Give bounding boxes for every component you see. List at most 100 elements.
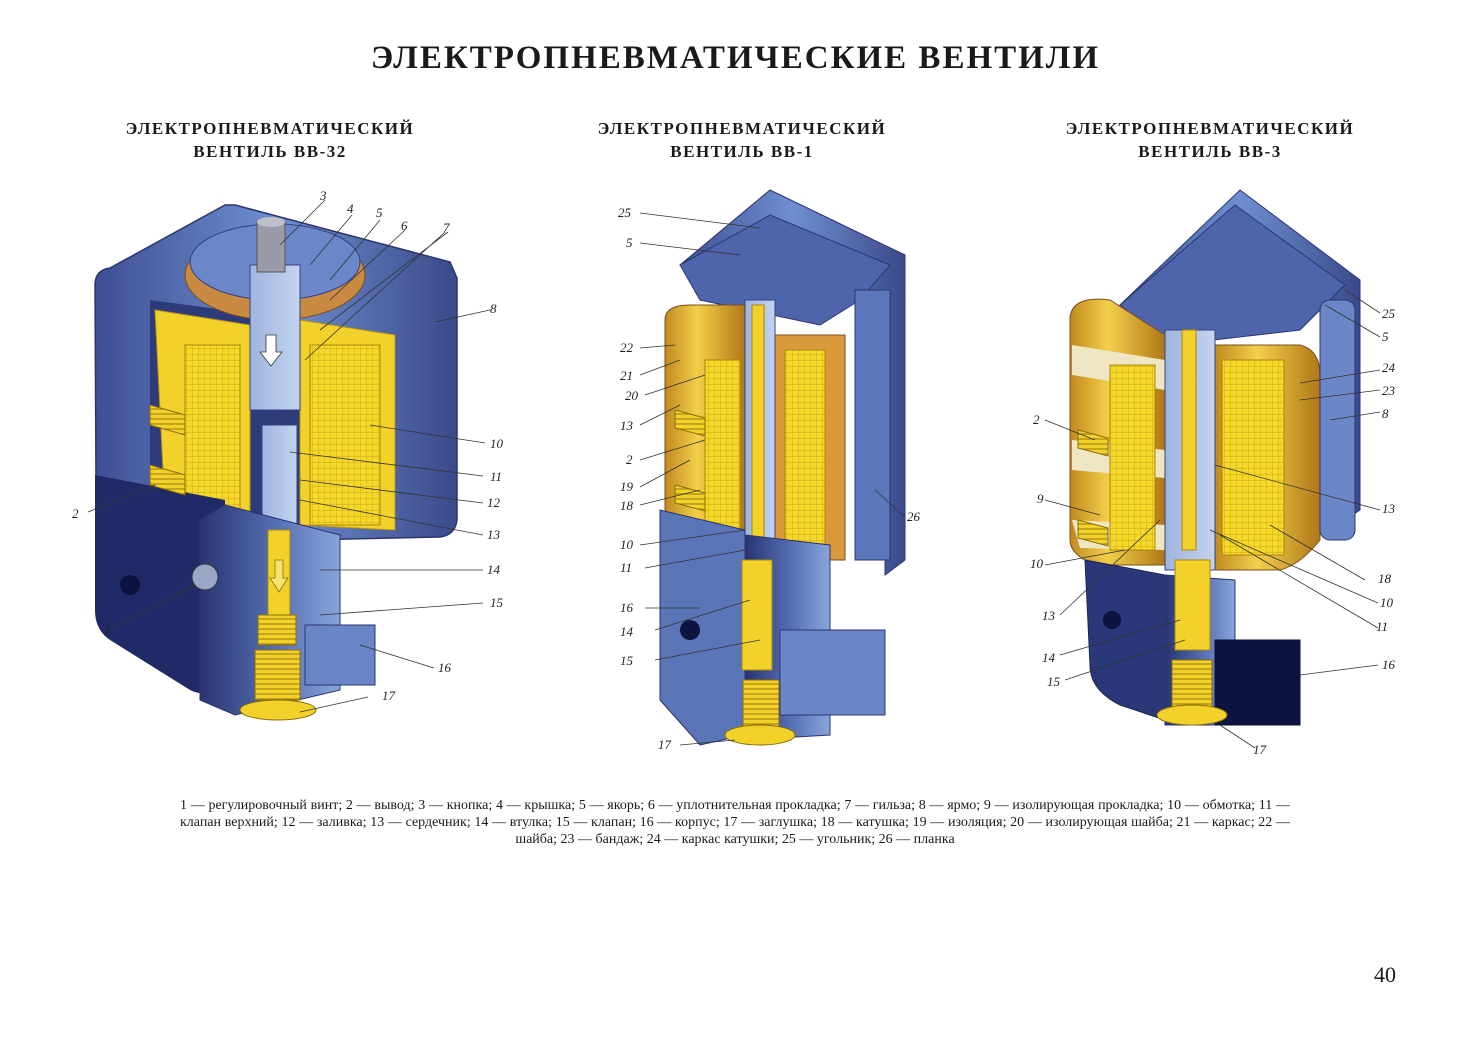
callout-number: 10 — [1380, 595, 1394, 610]
callout-number: 24 — [1382, 360, 1396, 375]
callout-number: 13 — [1042, 608, 1056, 623]
leader-lines — [87, 199, 1381, 749]
callout-number: 19 — [620, 479, 634, 494]
valve — [741, 559, 773, 671]
body — [1084, 559, 1166, 721]
button — [256, 221, 286, 273]
callout-number: 17 — [1253, 742, 1267, 757]
callout-number: 15 — [620, 653, 634, 668]
callout-number: 11 — [490, 469, 502, 484]
callout-number: 18 — [1378, 571, 1392, 586]
terminal — [674, 409, 706, 512]
body — [659, 509, 746, 746]
plug — [1156, 704, 1228, 726]
callout-number: 17 — [382, 688, 396, 703]
coil-winding-left — [704, 359, 741, 546]
valve-title-line1: ЭЛЕКТРОПНЕВМАТИЧЕСКИЙ — [597, 119, 887, 138]
spring — [257, 614, 297, 646]
valve-vv3-drawing — [1069, 189, 1361, 726]
body-block — [1214, 639, 1301, 726]
armature-top — [1119, 204, 1346, 346]
callout-number: 11 — [620, 560, 632, 575]
callout-number: 8 — [490, 301, 497, 316]
arrow-down-icon — [269, 559, 289, 593]
valve-title-line2: ВЕНТИЛЬ ВВ-32 — [193, 142, 347, 161]
plug-threads — [742, 679, 780, 731]
valve-title-vv1: ЭЛЕКТРОПНЕВМАТИЧЕСКИЙ ВЕНТИЛЬ ВВ-1 — [542, 117, 942, 163]
yoke — [1319, 299, 1356, 541]
valve-stem — [751, 304, 765, 546]
plug-threads — [1171, 659, 1213, 711]
arrow-down-icon — [259, 334, 283, 367]
body-block — [779, 629, 886, 716]
terminal — [1077, 429, 1109, 547]
callouts-vv32: 3 4 5 6 7 8 10 11 12 13 14 15 16 17 2 1 — [72, 188, 504, 703]
coil-winding-left — [1109, 364, 1156, 551]
callout-number: 20 — [625, 388, 639, 403]
coil-winding-right — [309, 344, 381, 526]
callout-number: 10 — [1030, 556, 1044, 571]
valve-stem — [1181, 329, 1197, 551]
callout-number: 2 — [1033, 412, 1040, 427]
callout-number: 4 — [347, 201, 354, 216]
plug — [239, 699, 317, 721]
valve-title-line1: ЭЛЕКТРОПНЕВМАТИЧЕСКИЙ — [1065, 119, 1355, 138]
callout-number: 16 — [1382, 657, 1396, 672]
callout-number: 18 — [620, 498, 634, 513]
callout-number: 2 — [626, 452, 633, 467]
callout-number: 17 — [658, 737, 672, 752]
terminal — [149, 404, 186, 496]
body — [95, 475, 225, 694]
valve-title-line2: ВЕНТИЛЬ ВВ-1 — [670, 142, 814, 161]
callout-number: 15 — [1047, 674, 1061, 689]
callout-number: 22 — [620, 340, 634, 355]
callout-number: 12 — [487, 495, 501, 510]
valve — [1174, 559, 1211, 651]
page-title: ЭЛЕКТРОПНЕВМАТИЧЕСКИЕ ВЕНТИЛИ — [370, 40, 1101, 76]
valve-title-vv32: ЭЛЕКТРОПНЕВМАТИЧЕСКИЙ ВЕНТИЛЬ ВВ-32 — [70, 117, 470, 163]
callout-number: 13 — [1382, 501, 1396, 516]
valve-vv1-drawing — [659, 189, 906, 746]
callout-number: 14 — [620, 624, 634, 639]
callout-number: 8 — [1382, 406, 1389, 421]
callout-number: 13 — [620, 418, 634, 433]
coil-winding-right — [1221, 359, 1285, 556]
coil-winding-left — [184, 344, 241, 521]
callout-number: 16 — [438, 660, 452, 675]
callout-number: 14 — [487, 562, 501, 577]
callout-number: 16 — [620, 600, 634, 615]
plug-threads — [254, 649, 301, 701]
valve-title-line1: ЭЛЕКТРОПНЕВМАТИЧЕСКИЙ — [125, 119, 415, 138]
callouts-vv3: 25 5 24 23 8 2 13 9 10 13 18 10 11 14 15… — [1030, 306, 1396, 757]
callout-number: 25 — [618, 205, 632, 220]
callout-number: 5 — [1382, 329, 1389, 344]
callout-number: 14 — [1042, 650, 1056, 665]
coil-winding-right — [784, 349, 826, 551]
valve-title-vv3: ЭЛЕКТРОПНЕВМАТИЧЕСКИЙ ВЕНТИЛЬ ВВ-3 — [1010, 117, 1410, 163]
callout-number: 15 — [490, 595, 504, 610]
hole — [120, 575, 140, 595]
callout-number: 3 — [319, 188, 327, 203]
plate — [854, 289, 891, 561]
valve-title-line2: ВЕНТИЛЬ ВВ-3 — [1138, 142, 1282, 161]
body-block — [304, 624, 376, 686]
valves-diagram: 3 4 5 6 7 8 10 11 12 13 14 15 16 17 2 1 … — [72, 188, 1396, 757]
callout-number: 9 — [1037, 491, 1044, 506]
callout-number: 10 — [490, 436, 504, 451]
parts-legend: 1 — регулировочный винт; 2 — вывод; 3 — … — [180, 798, 1290, 847]
plug — [724, 724, 796, 746]
callout-number: 7 — [443, 220, 450, 235]
hole — [1103, 611, 1121, 629]
callout-number: 2 — [72, 506, 79, 521]
adjusting-screw — [191, 563, 219, 591]
callout-number: 26 — [907, 509, 921, 524]
callout-number: 25 — [1382, 306, 1396, 321]
callout-number: 5 — [626, 235, 633, 250]
button-top — [257, 217, 285, 227]
valve-vv32-drawing — [94, 204, 458, 721]
callout-number: 5 — [376, 205, 383, 220]
callout-number: 23 — [1382, 383, 1396, 398]
hole — [680, 620, 700, 640]
callout-number: 6 — [401, 218, 408, 233]
callout-number: 13 — [487, 527, 501, 542]
